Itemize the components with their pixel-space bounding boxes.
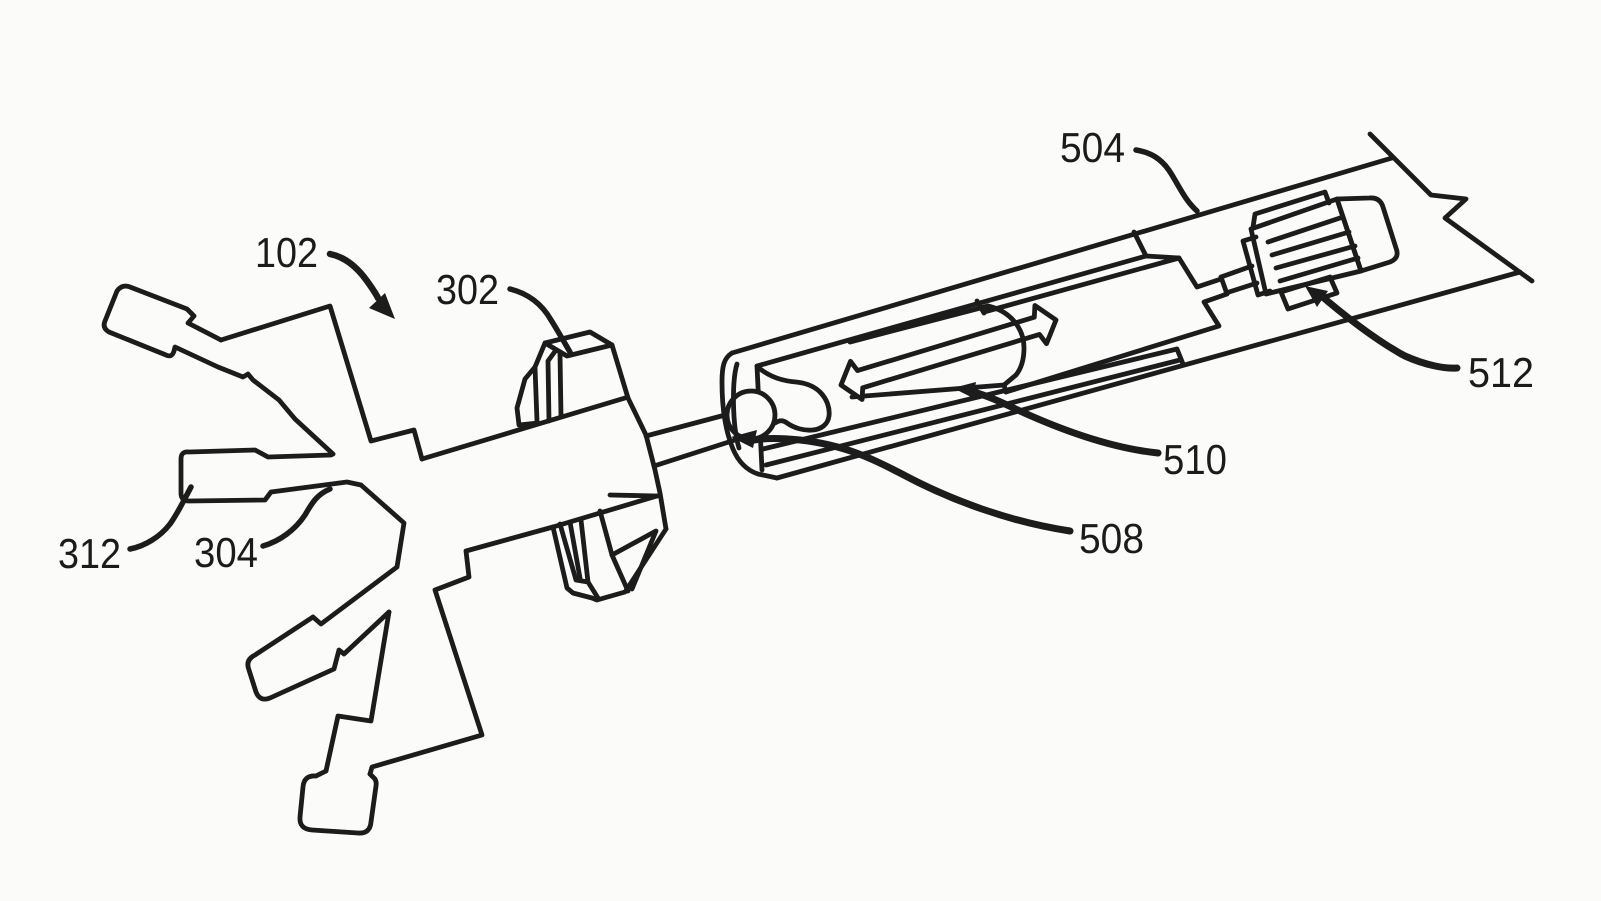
svg-text:302: 302 [436, 266, 499, 313]
svg-text:508: 508 [1079, 515, 1144, 562]
svg-text:102: 102 [255, 229, 318, 276]
svg-text:504: 504 [1060, 124, 1125, 171]
svg-text:512: 512 [1468, 349, 1534, 396]
svg-text:304: 304 [194, 529, 258, 576]
svg-text:312: 312 [58, 530, 121, 577]
svg-text:510: 510 [1163, 436, 1227, 483]
